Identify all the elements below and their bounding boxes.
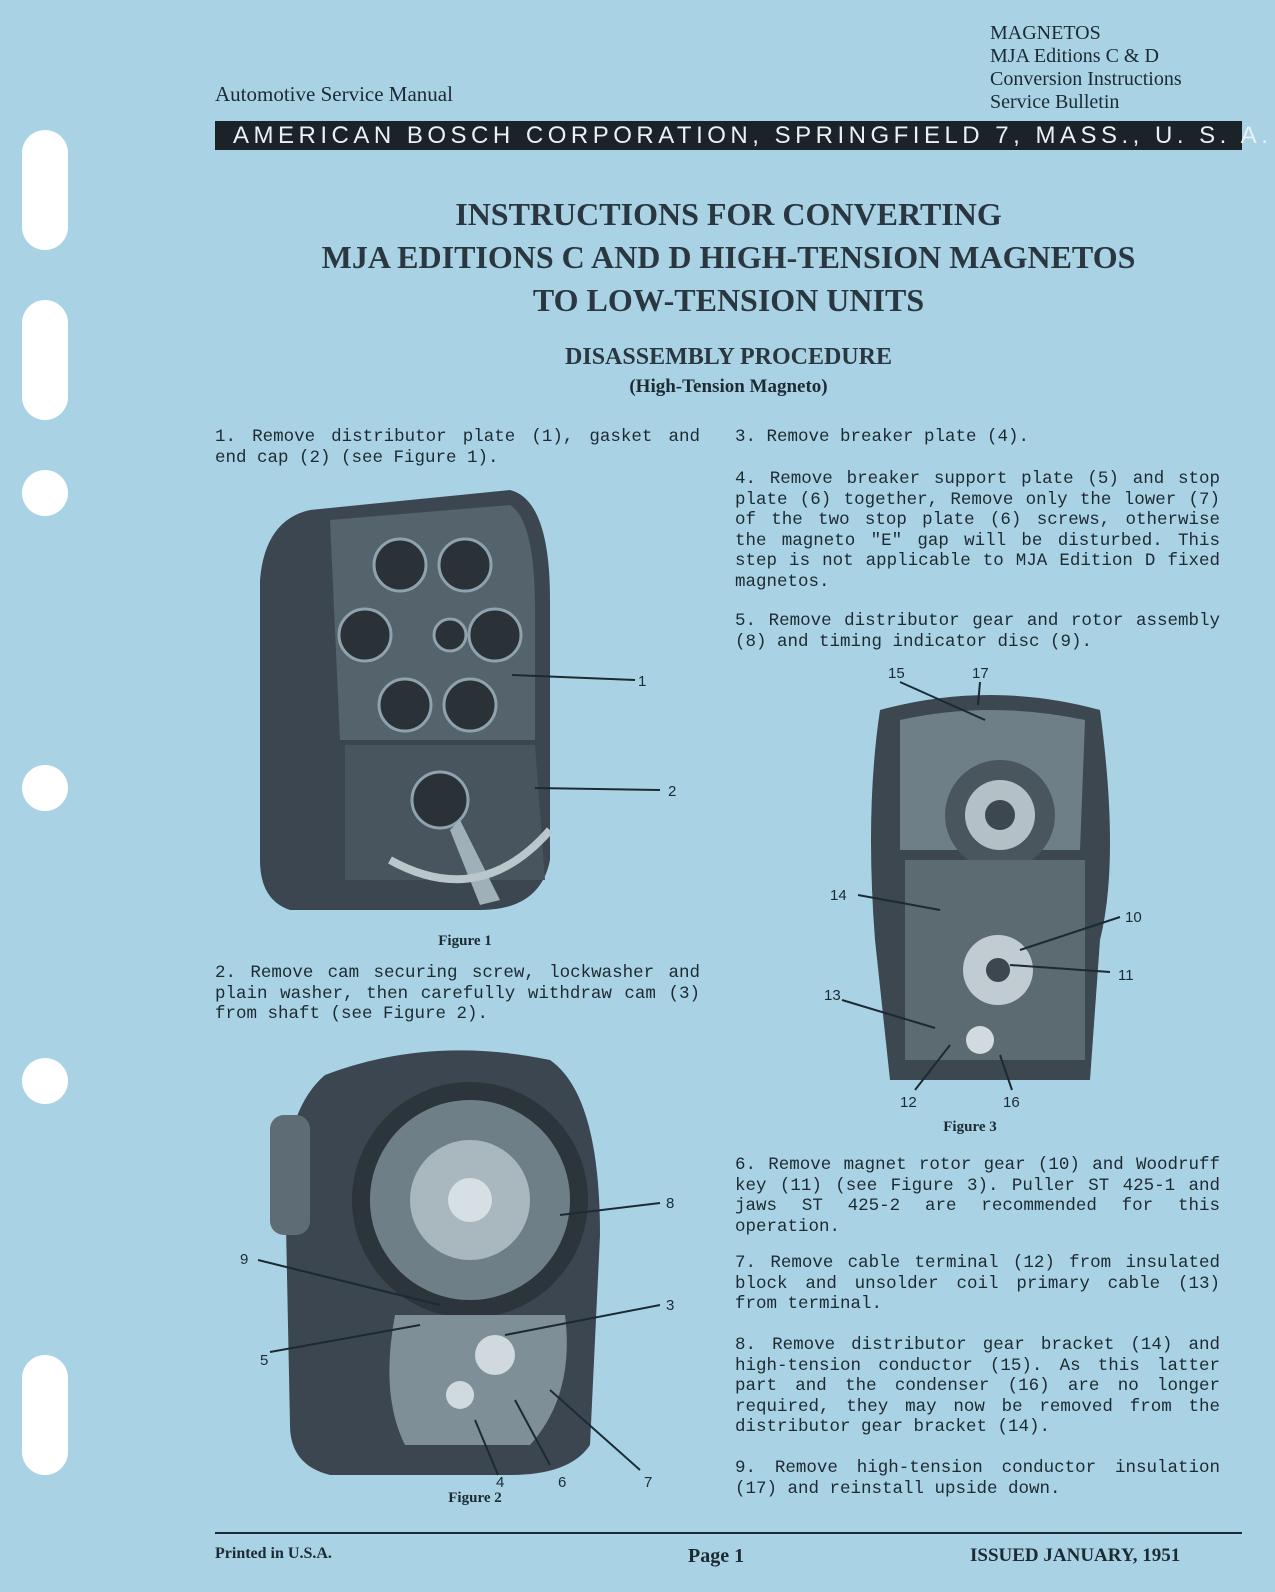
section-heading: DISASSEMBLY PROCEDURE bbox=[565, 344, 892, 370]
figure-3-caption: Figure 3 bbox=[943, 1119, 997, 1135]
figure-3-callout: 10 bbox=[1125, 909, 1142, 926]
company-banner: AMERICAN BOSCH CORPORATION, SPRINGFIELD … bbox=[215, 121, 1268, 150]
header-info-line: MAGNETOS bbox=[990, 22, 1101, 44]
figure-3-callout: 14 bbox=[830, 887, 847, 904]
step-6: 6. Remove magnet rotor gear (10) and Woo… bbox=[735, 1155, 1220, 1237]
issue-date: ISSUED JANUARY, 1951 bbox=[970, 1545, 1181, 1566]
figure-3-callout: 16 bbox=[1003, 1094, 1020, 1111]
step-5: 5. Remove distributor gear and rotor ass… bbox=[735, 611, 1220, 652]
figure-1-callout: 2 bbox=[668, 783, 676, 800]
page-number: Page 1 bbox=[688, 1545, 745, 1567]
header-info-line: Service Bulletin bbox=[990, 91, 1120, 113]
figure-1-caption: Figure 1 bbox=[438, 933, 492, 949]
figure-1-callout: 1 bbox=[638, 673, 646, 690]
punch-hole bbox=[22, 130, 68, 250]
figure-3-callout: 11 bbox=[1118, 967, 1134, 984]
figure-3-callout: 13 bbox=[824, 987, 841, 1004]
document-title-line: TO LOW-TENSION UNITS bbox=[532, 282, 925, 318]
footer-printed: Printed in U.S.A. bbox=[215, 1545, 332, 1562]
figure-2-callout: 3 bbox=[666, 1297, 674, 1314]
figure-3-callout: 17 bbox=[972, 665, 989, 682]
step-1: 1. Remove distributor plate (1), gasket … bbox=[215, 427, 700, 468]
figure-2-callout: 9 bbox=[240, 1251, 248, 1268]
header-info-line: Conversion Instructions bbox=[990, 68, 1182, 90]
figure-2-callout: 8 bbox=[666, 1195, 674, 1212]
header-info-block: MAGNETOS MJA Editions C & D Conversion I… bbox=[990, 22, 1182, 114]
figure-3-callout: 15 bbox=[888, 665, 905, 682]
document-title-line: MJA EDITIONS C AND D HIGH-TENSION MAGNET… bbox=[321, 239, 1136, 275]
figure-1-magneto-distributor-illustration: 1 2 bbox=[260, 490, 676, 910]
step-2: 2. Remove cam securing screw, lockwasher… bbox=[215, 963, 700, 1024]
document-title-line: INSTRUCTIONS FOR CONVERTING bbox=[455, 196, 1002, 232]
punch-hole bbox=[22, 1355, 68, 1475]
figure-3-callout: 12 bbox=[900, 1094, 917, 1111]
figure-2-caption: Figure 2 bbox=[448, 1490, 502, 1506]
figure-3-magneto-interior-illustration: 15 17 14 10 11 13 12 16 bbox=[824, 665, 1142, 1111]
manual-title: Automotive Service Manual bbox=[215, 82, 453, 106]
section-subheading: (High-Tension Magneto) bbox=[629, 376, 828, 397]
figure-2-callout: 6 bbox=[558, 1474, 566, 1491]
punch-hole bbox=[22, 765, 68, 811]
punch-hole bbox=[22, 300, 68, 420]
header-info-line: MJA Editions C & D bbox=[990, 45, 1159, 67]
step-4: 4. Remove breaker support plate (5) and … bbox=[735, 469, 1220, 592]
step-9: 9. Remove high-tension conductor insulat… bbox=[735, 1458, 1220, 1499]
step-7: 7. Remove cable terminal (12) from insul… bbox=[735, 1253, 1220, 1314]
figure-2-magneto-gear-illustration: 8 9 3 5 4 6 7 bbox=[240, 1050, 674, 1491]
figure-2-callout: 7 bbox=[644, 1474, 652, 1491]
footer-rule bbox=[215, 1532, 1242, 1534]
punch-hole bbox=[22, 1058, 68, 1104]
step-3: 3. Remove breaker plate (4). bbox=[735, 427, 1030, 447]
figure-2-callout: 5 bbox=[260, 1352, 268, 1369]
step-8: 8. Remove distributor gear bracket (14) … bbox=[735, 1335, 1220, 1437]
figure-2-callout: 4 bbox=[496, 1474, 504, 1491]
punch-hole bbox=[22, 470, 68, 516]
